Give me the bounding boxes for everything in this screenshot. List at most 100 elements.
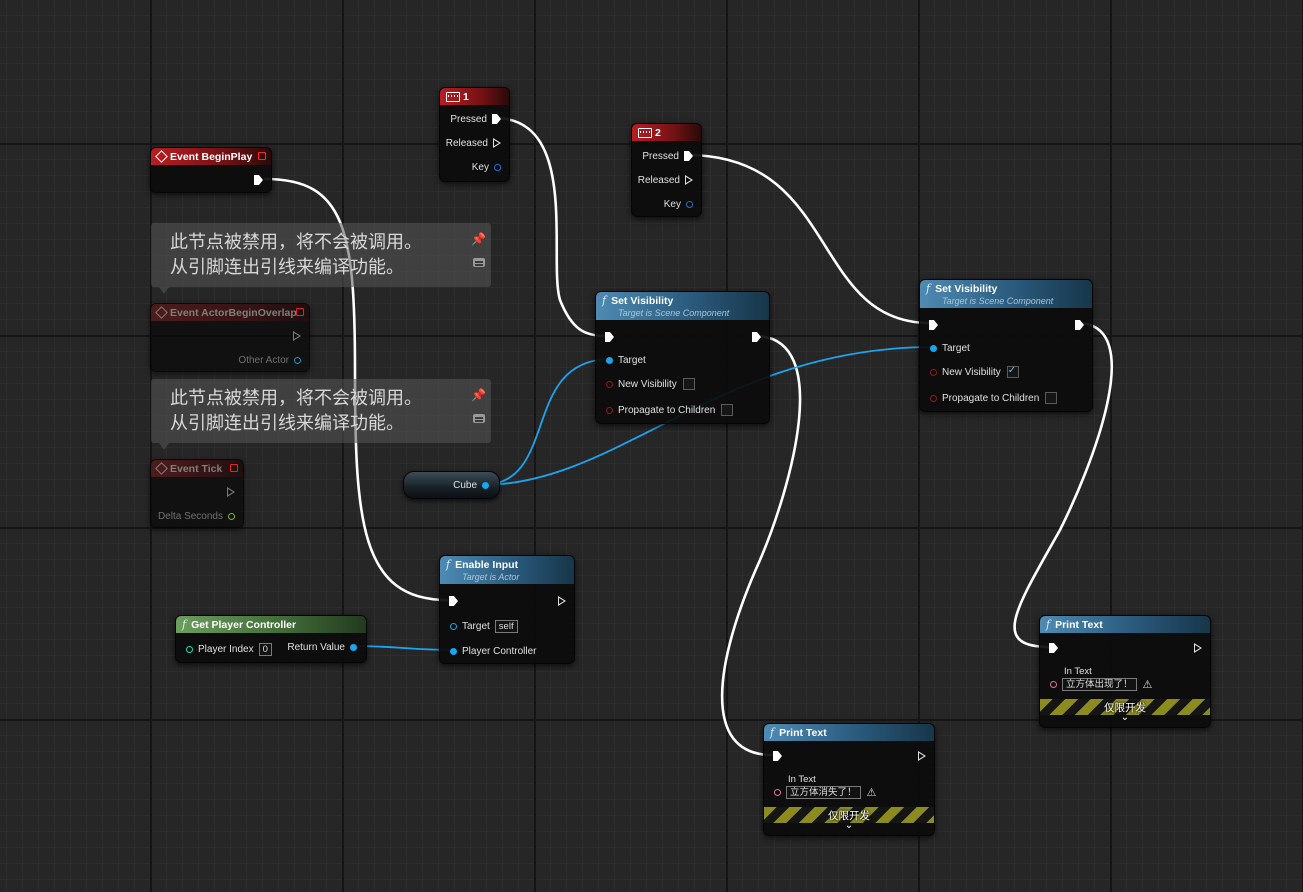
propagate-pin[interactable] [606,406,613,414]
key-1-event-node[interactable]: 1 Pressed Released Key [439,87,510,182]
new-visibility-checkbox[interactable] [682,378,695,390]
target-value-field[interactable]: self [494,619,518,633]
released-exec-pin[interactable] [493,138,501,148]
node-header[interactable]: Event BeginPlay [151,148,271,165]
target-label: Target [942,342,970,354]
event-begin-play-node[interactable]: Event BeginPlay [150,147,272,193]
new-visibility-pin[interactable] [930,368,937,376]
player-index-row: Player Index 0 [186,642,272,656]
node-header[interactable]: Event Tick [151,460,243,477]
target-pin[interactable] [606,356,613,364]
get-player-controller-node[interactable]: f Get Player Controller Player Index 0 R… [175,615,367,663]
key-struct-pin[interactable] [494,163,501,171]
cube-variable-node[interactable]: Cube [403,471,500,499]
in-text-pin[interactable] [1050,680,1057,688]
node-header[interactable]: f Enable Input Target is Actor [440,556,574,584]
key-row: Key [664,197,693,211]
released-exec-pin[interactable] [685,175,693,185]
exec-out-row [1194,641,1202,655]
propagate-checkbox[interactable] [721,404,734,416]
in-text-field[interactable]: 立方体消失了！ [786,785,861,799]
expand-chevron-icon[interactable]: ⌄ [1120,712,1130,723]
expand-chevron-icon[interactable]: ⌄ [844,820,854,831]
delegate-pin-icon[interactable] [296,308,304,316]
exec-input-pin[interactable] [449,596,458,606]
in-text-pin[interactable] [774,788,781,796]
other-actor-pin[interactable] [294,356,301,364]
node-header[interactable]: f Set Visibility Target is Scene Compone… [920,280,1092,308]
exec-output-pin[interactable] [1194,643,1202,653]
propagate-label: Propagate to Children [618,404,716,416]
exec-output-pin[interactable] [558,596,566,606]
node-header[interactable]: Event ActorBeginOverlap [151,304,309,321]
other-actor-row: Other Actor [238,353,301,367]
exec-out-row [254,173,263,187]
function-icon: f [446,558,451,571]
print-text-node-1[interactable]: f Print Text In Text 立方体消失了！ ⚠ 仅限开发 ⌄ [763,723,935,836]
exec-output-pin[interactable] [752,332,761,342]
propagate-pin[interactable] [930,394,937,402]
comment-bubble-icon[interactable] [472,258,485,267]
released-row: Released [638,173,693,187]
event-actor-begin-overlap-node[interactable]: Event ActorBeginOverlap Other Actor [150,303,310,372]
key-struct-pin[interactable] [686,200,693,208]
enable-input-node[interactable]: f Enable Input Target is Actor Target se… [439,555,575,664]
pressed-label: Pressed [450,113,487,125]
node-header[interactable]: 2 [632,124,701,141]
event-tick-node[interactable]: Event Tick Delta Seconds [150,459,244,528]
node-title: Event BeginPlay [170,150,253,163]
player-index-pin[interactable] [186,645,193,653]
player-controller-pin[interactable] [450,647,457,655]
node-header[interactable]: f Print Text [764,724,934,741]
node-title: Print Text [779,726,827,739]
cube-variable-label: Cube [453,479,477,491]
delegate-pin-icon[interactable] [230,464,238,472]
exec-input-pin[interactable] [929,320,938,330]
node-header[interactable]: 1 [440,88,509,105]
node-header[interactable]: f Print Text [1040,616,1210,633]
propagate-checkbox[interactable] [1045,392,1058,404]
print-text-node-2[interactable]: f Print Text In Text 立方体出现了！ ⚠ 仅限开发 ⌄ [1039,615,1211,728]
delegate-pin-icon[interactable] [258,152,266,160]
exec-in-row [929,318,938,332]
exec-input-pin[interactable] [773,751,782,761]
exec-output-pin[interactable] [227,487,235,497]
comment-line-2: 从引脚连出引线来编译功能。 [170,257,404,278]
exec-output-pin[interactable] [918,751,926,761]
function-icon: f [602,294,607,307]
pressed-row: Pressed [642,149,693,163]
player-index-label: Player Index [198,643,254,655]
exec-input-pin[interactable] [1049,643,1058,653]
pressed-exec-pin[interactable] [684,151,693,161]
in-text-label: In Text [1064,665,1092,677]
set-visibility-node-1[interactable]: f Set Visibility Target is Scene Compone… [595,291,770,424]
set-visibility-node-2[interactable]: f Set Visibility Target is Scene Compone… [919,279,1093,412]
new-visibility-checkbox[interactable] [1006,365,1019,378]
exec-output-pin[interactable] [293,331,301,341]
warning-icon: ⚠ [1142,678,1153,691]
comment-bubble-icon[interactable] [472,414,485,423]
new-visibility-pin[interactable] [606,380,613,388]
return-value-pin[interactable] [350,643,357,651]
player-index-field[interactable]: 0 [258,642,272,656]
key-2-event-node[interactable]: 2 Pressed Released Key [631,123,702,217]
node-header[interactable]: f Get Player Controller [176,616,366,633]
node-title: Event ActorBeginOverlap [170,306,297,319]
target-label: Target [618,354,646,366]
in-text-field[interactable]: 立方体出现了！ [1062,677,1137,691]
node-header[interactable]: f Set Visibility Target is Scene Compone… [596,292,769,320]
target-pin[interactable] [450,622,457,630]
exec-output-pin[interactable] [1075,320,1084,330]
comment-line-1: 此节点被禁用，将不会被调用。 [170,388,422,409]
exec-output-pin[interactable] [254,175,263,185]
delta-seconds-pin[interactable] [228,512,235,520]
pressed-exec-pin[interactable] [492,114,501,124]
node-title: 2 [655,126,661,139]
event-icon [155,462,168,475]
cube-output-pin[interactable] [482,481,489,489]
propagate-row: Propagate to Children [606,403,734,417]
exec-input-pin[interactable] [605,332,614,342]
pin-comment-icon[interactable]: 📌 [471,232,486,246]
pin-comment-icon[interactable]: 📌 [471,388,486,402]
target-pin[interactable] [930,344,937,352]
